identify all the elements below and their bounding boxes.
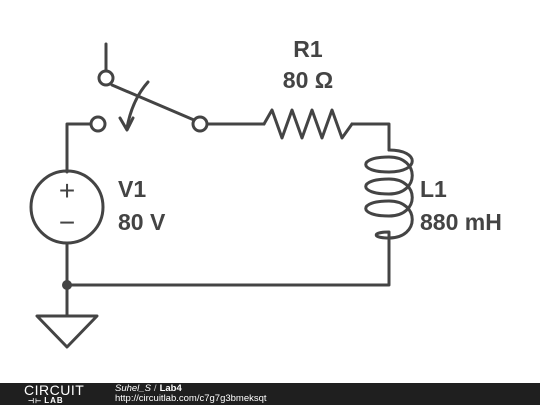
circuit-schematic: + − R1 80 Ω V1 80 V L1 880 mH (29, 36, 502, 349)
source-value-label: 80 V (118, 209, 166, 235)
source-minus-sign: − (59, 207, 75, 238)
logo-lab-text: LAB (44, 396, 64, 405)
ground-icon (35, 314, 99, 349)
resistor-name-label: R1 (293, 36, 323, 62)
wire-top-right (350, 122, 391, 152)
voltage-source-v1 (29, 169, 105, 245)
logo-symbol-icon: ⊣⊢ (28, 398, 43, 405)
project-name[interactable]: Lab4 (159, 383, 182, 394)
switch-terminal-left (89, 115, 107, 133)
circuitlab-logo[interactable]: CIRCUIT ⊣⊢LAB (24, 382, 94, 405)
inductor-l1 (364, 148, 414, 240)
switch-terminal-top (97, 69, 115, 87)
resistor-r1 (262, 108, 354, 140)
footer-bar: CIRCUIT ⊣⊢LAB Suhel_S/Lab4 http://circui… (0, 382, 540, 405)
footer-title-line: Suhel_S/Lab4 (115, 384, 267, 394)
logo-text-top: CIRCUIT (24, 382, 85, 398)
switch-blade (110, 83, 196, 122)
switch-terminal-right (191, 115, 209, 133)
logo-text-bottom: ⊣⊢LAB (28, 396, 64, 405)
source-plus-sign: + (59, 175, 75, 206)
inductor-name-label: L1 (420, 176, 447, 202)
source-name-label: V1 (118, 176, 146, 202)
switch-arrow-head (118, 116, 135, 132)
junction-dot (62, 280, 72, 290)
resistor-value-label: 80 Ω (283, 67, 333, 93)
wire-right-bottom (65, 236, 391, 287)
wire-left-top (65, 122, 93, 174)
title-separator: / (153, 383, 157, 394)
switch-arrow (125, 80, 150, 130)
inductor-value-label: 880 mH (420, 209, 502, 235)
footer-meta: Suhel_S/Lab4 http://circuitlab.com/c7g7g… (115, 384, 267, 404)
author-link[interactable]: Suhel_S (115, 383, 151, 394)
circuit-url-link[interactable]: http://circuitlab.com/c7g7g3bmeksqt (115, 393, 267, 404)
